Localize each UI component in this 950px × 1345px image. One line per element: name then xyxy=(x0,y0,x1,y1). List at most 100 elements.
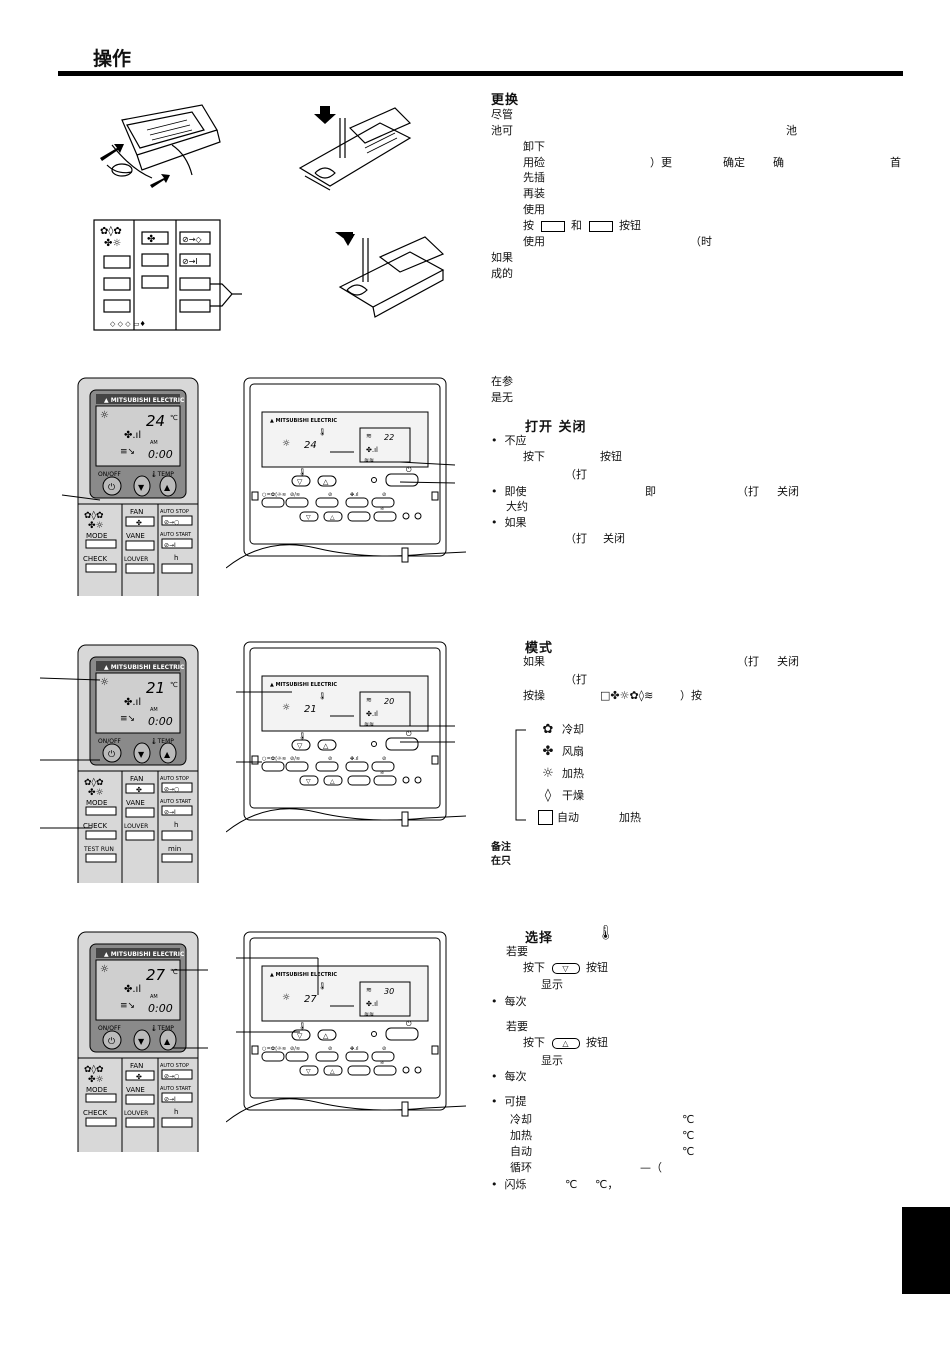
onoff-line: （打 xyxy=(737,485,759,498)
title-rule xyxy=(58,71,903,76)
remote-inner-panel-figure: ✿◊✿ ✤☼ ✤ ⊘→◇ ⊘→I ◇ ◇ ◇ ▭♦ xyxy=(92,218,252,333)
temp-line: 若要 xyxy=(506,1020,528,1033)
svg-text:AUTO STOP: AUTO STOP xyxy=(160,1063,189,1069)
svg-text:LOUVER: LOUVER xyxy=(124,823,148,830)
svg-text:🌡TEMP: 🌡TEMP xyxy=(150,737,174,745)
svg-text:⊘: ⊘ xyxy=(328,1046,332,1052)
onoff-line: 如果 xyxy=(504,516,527,529)
svg-text:△: △ xyxy=(323,478,329,486)
svg-text:h: h xyxy=(174,554,178,562)
intro-line: 是无 xyxy=(491,391,513,404)
mode-line: 按操 xyxy=(523,689,545,702)
svg-text:☼: ☼ xyxy=(100,677,109,688)
onoff-line: 关闭 xyxy=(777,485,799,498)
mode-heading: 模式 xyxy=(525,641,554,656)
temp-line: ℃ xyxy=(682,1113,695,1126)
temp-line: 按下 xyxy=(523,961,545,974)
onoff-bullet: • 如果 xyxy=(491,516,527,529)
onoff-line: 按下 xyxy=(523,450,545,463)
svg-text:≡↘: ≡↘ xyxy=(120,714,135,724)
svg-text:☼: ☼ xyxy=(282,993,290,1003)
temp-line: 按钮 xyxy=(586,1036,608,1049)
svg-text:h: h xyxy=(174,821,178,829)
svg-text:≋≋: ≋≋ xyxy=(364,721,374,728)
battery-line: 池 xyxy=(786,124,797,137)
svg-text:℃: ℃ xyxy=(170,968,178,976)
svg-text:▽: ▽ xyxy=(306,514,311,521)
svg-text:AUTO START: AUTO START xyxy=(160,532,192,538)
svg-text:🌡: 🌡 xyxy=(318,692,327,700)
svg-text:⊘→○: ⊘→○ xyxy=(164,1073,179,1080)
battery-cover-figure xyxy=(335,232,445,322)
mode-list: ✿冷却✤风扇☼加热◊干燥自动加热 xyxy=(538,718,641,828)
svg-text:○♒✿◊☼≋: ○♒✿◊☼≋ xyxy=(262,755,286,762)
wired-brand: ▲ MITSUBISHI ELECTRIC xyxy=(270,682,337,688)
svg-text:✤.ıl: ✤.ıl xyxy=(124,984,141,995)
svg-text:🌡: 🌡 xyxy=(318,982,327,990)
svg-text:AUTO START: AUTO START xyxy=(160,799,192,805)
svg-text:✿◊✿: ✿◊✿ xyxy=(100,225,122,237)
mode-item: 自动加热 xyxy=(538,806,641,828)
intro-line: 在参 xyxy=(491,375,513,388)
onoff-heading: 打开 关闭 xyxy=(525,420,587,435)
svg-text:△: △ xyxy=(330,778,335,785)
svg-text:🌡: 🌡 xyxy=(318,428,327,436)
svg-text:AM: AM xyxy=(150,707,158,713)
svg-text:⊘→I: ⊘→I xyxy=(164,542,176,549)
mode-item: ◊干燥 xyxy=(538,784,641,806)
battery-step-line: 按 和 按钮 xyxy=(523,218,641,234)
svg-text:△: △ xyxy=(323,742,329,750)
svg-text:⊘: ⊘ xyxy=(328,756,332,762)
wired-set-temp: 24 xyxy=(304,440,317,451)
wired-set-temp: 27 xyxy=(304,994,317,1005)
svg-text:CHECK: CHECK xyxy=(83,555,107,563)
thermometer-icon: 🌡 xyxy=(597,925,615,941)
svg-text:≋: ≋ xyxy=(366,432,372,440)
onoff-line: 不应 xyxy=(504,434,527,447)
battery-removal-figure xyxy=(92,100,222,195)
mode-item: ✿冷却 xyxy=(538,718,641,740)
temp-bullet: • 每次 xyxy=(491,995,527,1008)
mode-extra-label: 加热 xyxy=(619,811,641,824)
svg-text:⊘/≋: ⊘/≋ xyxy=(290,1046,300,1052)
svg-text:✤☼: ✤☼ xyxy=(88,1075,104,1085)
svg-text:✤.ıl: ✤.ıl xyxy=(366,710,378,718)
button-shape xyxy=(540,220,565,232)
svg-text:MODE: MODE xyxy=(86,532,107,540)
svg-text:▲: ▲ xyxy=(164,483,171,492)
svg-text:🌡TEMP: 🌡TEMP xyxy=(150,1024,174,1032)
svg-text:≋: ≋ xyxy=(380,506,384,512)
battery-line: 和 xyxy=(571,219,582,232)
svg-text:✤.ıl: ✤.ıl xyxy=(350,756,359,762)
svg-text:✤.ıl: ✤.ıl xyxy=(124,697,141,708)
svg-text:✿◊✿: ✿◊✿ xyxy=(84,777,104,788)
svg-text:0:00: 0:00 xyxy=(148,715,173,728)
wired-brand: ▲ MITSUBISHI ELECTRIC xyxy=(270,418,337,424)
remote-brand: ▲ MITSUBISHI ELECTRIC xyxy=(104,664,185,671)
wired-room-temp: 20 xyxy=(384,697,394,706)
svg-text:△: △ xyxy=(330,514,335,521)
svg-text:▽: ▽ xyxy=(306,778,311,785)
svg-text:AM: AM xyxy=(150,994,158,1000)
svg-text:✤.ıl: ✤.ıl xyxy=(366,446,378,454)
svg-text:⏻: ⏻ xyxy=(406,466,412,474)
remote-temp-readout: 24 xyxy=(146,412,165,430)
fan-icon: ✤ xyxy=(542,743,554,759)
svg-text:0:00: 0:00 xyxy=(148,448,173,461)
svg-text:MODE: MODE xyxy=(86,1086,107,1094)
onoff-line: 大约 xyxy=(506,500,528,513)
temp-up-button-shape: △ xyxy=(551,1037,580,1049)
svg-text:⊘→I: ⊘→I xyxy=(164,809,176,816)
svg-text:🌡: 🌡 xyxy=(298,468,307,476)
temp-line: ℃， xyxy=(595,1178,619,1191)
svg-text:VANE: VANE xyxy=(126,799,145,807)
mode-icons-inline: □✤☼✿◊≋ xyxy=(600,689,654,702)
temp-line: 若要 xyxy=(506,945,528,958)
svg-text:AUTO START: AUTO START xyxy=(160,1086,192,1092)
svg-text:FAN: FAN xyxy=(130,508,143,516)
svg-text:⊘: ⊘ xyxy=(382,756,386,762)
svg-text:≡↘: ≡↘ xyxy=(120,1001,135,1011)
battery-line: 确定 xyxy=(723,156,745,169)
svg-text:℃: ℃ xyxy=(170,414,178,422)
